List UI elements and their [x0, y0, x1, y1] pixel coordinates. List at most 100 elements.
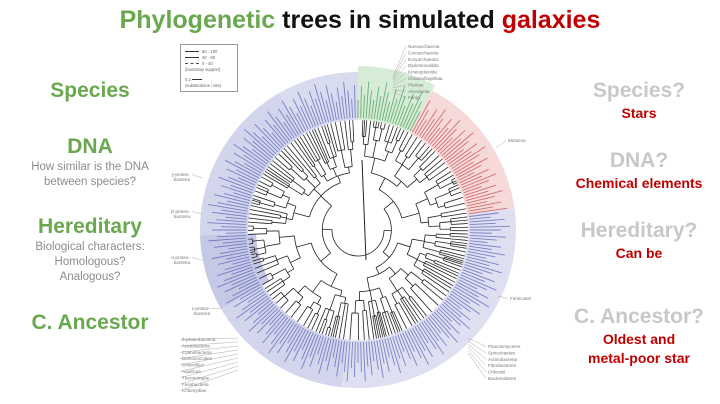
- leaf-tick: [217, 264, 252, 277]
- branch-radial: [419, 176, 428, 184]
- branch-radial: [262, 219, 273, 222]
- leaf-tick: [219, 248, 248, 255]
- branch-radial: [282, 276, 291, 282]
- branch-radial: [264, 170, 277, 179]
- leaf-tick: [287, 324, 300, 344]
- leaf-tick: [268, 320, 293, 354]
- branch-radial: [293, 212, 310, 218]
- branch-radial: [427, 214, 442, 219]
- branch-radial: [372, 140, 377, 158]
- leaf-tick: [469, 222, 496, 226]
- branch-radial: [399, 324, 403, 331]
- branch-radial: [441, 246, 466, 253]
- leaf-tick: [412, 100, 431, 133]
- branch-radial: [422, 142, 426, 147]
- branch-radial: [324, 125, 327, 130]
- branch-radial: [425, 257, 435, 262]
- branch-radial: [410, 271, 424, 282]
- branch-radial: [411, 238, 425, 242]
- leaf-tick: [231, 274, 256, 286]
- branch-radial: [261, 185, 269, 190]
- leaf-tick: [459, 276, 487, 291]
- leaf-tick: [228, 176, 255, 189]
- branch-radial: [439, 251, 455, 257]
- branch-radial: [375, 315, 380, 332]
- branch-radial: [276, 280, 283, 286]
- leaf-tick: [460, 175, 482, 186]
- branch-radial: [454, 264, 462, 268]
- branch-radial: [460, 202, 465, 205]
- branch-radial: [414, 283, 421, 289]
- branch-radial: [338, 314, 344, 339]
- branch-radial: [332, 168, 337, 177]
- leaf-tick: [301, 332, 314, 360]
- leaf-tick: [427, 317, 442, 334]
- leaf-tick: [431, 127, 449, 147]
- label-beta-1: β-proteo-: [171, 209, 190, 214]
- leaf-tick: [218, 256, 250, 265]
- branch-radial: [328, 311, 335, 328]
- leaf-tick: [263, 127, 283, 149]
- leaf-tick: [362, 95, 365, 119]
- label-bl-6-leader: [179, 361, 239, 379]
- leaf-tick: [296, 112, 307, 132]
- branch-radial: [450, 233, 464, 235]
- branch-radial: [294, 140, 310, 162]
- leaf-tick: [467, 201, 502, 209]
- branch-radial: [430, 202, 437, 206]
- branch-arc: [310, 242, 338, 275]
- branch-radial: [450, 245, 462, 248]
- branch-radial: [281, 150, 296, 166]
- leaf-tick: [459, 168, 489, 184]
- branch-arc: [336, 315, 340, 318]
- branch-radial: [435, 240, 451, 244]
- branch-radial: [328, 331, 330, 337]
- branch-radial: [266, 284, 277, 293]
- leaf-tick: [455, 284, 479, 298]
- branch-radial: [450, 257, 464, 262]
- leaf-tick: [409, 111, 421, 132]
- branch-radial: [279, 170, 293, 181]
- leaf-tick: [225, 216, 247, 220]
- label-euk-0-leader: [392, 46, 407, 77]
- branch-radial: [439, 181, 453, 189]
- branch-radial: [275, 291, 282, 297]
- label-bl-3-leader: [179, 349, 239, 359]
- branch-radial: [348, 166, 350, 174]
- branch-radial: [332, 157, 337, 168]
- leaf-tick: [468, 207, 508, 215]
- leaf-tick: [231, 266, 253, 275]
- label-euk-3-leader: [392, 65, 407, 83]
- branch-radial: [313, 153, 319, 161]
- label-bl-1-leader: [179, 341, 239, 347]
- title-middle: trees in simulated: [282, 6, 495, 34]
- branch-radial: [439, 221, 452, 224]
- branch-radial: [349, 324, 352, 340]
- branch-arc: [280, 278, 286, 285]
- branch-arc: [408, 295, 412, 299]
- leaf-tick: [429, 315, 450, 339]
- leaf-tick: [289, 106, 304, 133]
- leaf-tick: [318, 337, 330, 374]
- label-br-1-leader: [467, 340, 487, 354]
- leaf-tick: [448, 143, 478, 165]
- branch-radial: [391, 293, 398, 304]
- leaf-tick: [389, 337, 402, 373]
- leaf-tick: [397, 334, 405, 352]
- leaf-tick: [225, 284, 261, 304]
- branch-radial: [454, 255, 465, 260]
- leaf-tick: [350, 341, 354, 368]
- branch-radial: [435, 162, 446, 171]
- branch-radial: [413, 139, 422, 151]
- branch-radial: [256, 257, 264, 261]
- label-beta-1-leader: [191, 211, 203, 215]
- leaf-tick: [232, 258, 251, 265]
- branch-radial: [276, 255, 288, 261]
- branch-radial: [434, 271, 455, 283]
- leaf-tick: [458, 279, 478, 290]
- leaf-tick: [419, 323, 437, 350]
- leaf-tick: [232, 281, 260, 297]
- branch-radial: [411, 312, 419, 323]
- branch-arc: [405, 271, 412, 279]
- branch-radial: [445, 203, 461, 209]
